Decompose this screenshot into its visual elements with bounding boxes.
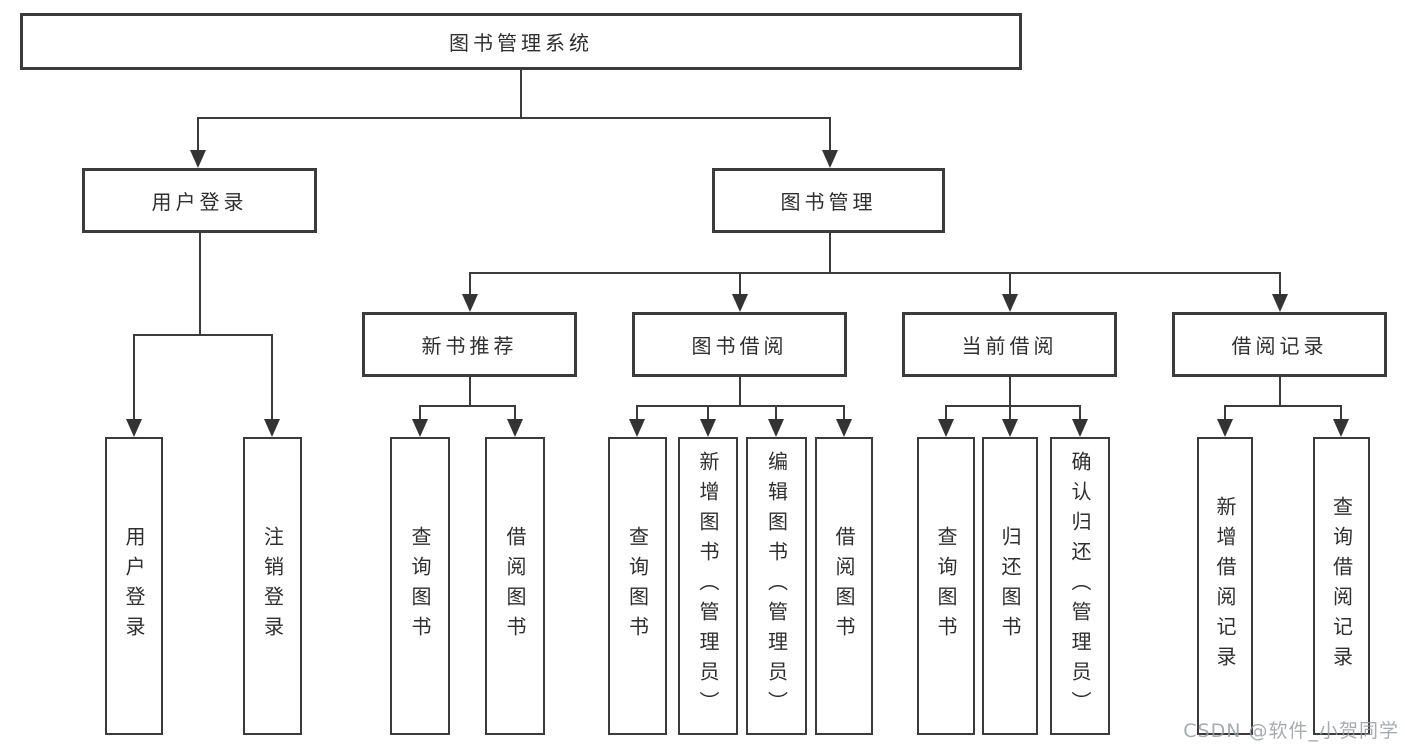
leaf-recommend-borrow-books: 借阅图书 — [485, 437, 545, 735]
leaf-current-query-books-label: 查询图书 — [934, 526, 958, 646]
node-new-book-recommend-label: 新书推荐 — [421, 334, 518, 358]
connector-current-borrow-to-leaves — [938, 377, 1088, 437]
node-root: 图书管理系统 — [20, 13, 1022, 70]
leaf-recommend-query-books-label: 查询图书 — [408, 526, 432, 646]
node-borrow-records: 借阅记录 — [1172, 312, 1387, 377]
leaf-edit-books-admin: 编辑图书（管理员） — [746, 437, 807, 735]
leaf-logout: 注销登录 — [243, 437, 302, 735]
leaf-return-books-label: 归还图书 — [998, 526, 1022, 646]
leaf-user-login: 用户登录 — [105, 437, 163, 735]
node-current-borrow-label: 当前借阅 — [961, 334, 1058, 358]
node-book-management-label: 图书管理 — [780, 190, 877, 214]
leaf-query-borrow-record-label: 查询借阅记录 — [1329, 496, 1354, 676]
watermark: CSDN @软件_小贺同学 — [1183, 720, 1399, 742]
leaf-borrow-query-books: 查询图书 — [608, 437, 667, 735]
leaf-query-borrow-record: 查询借阅记录 — [1313, 437, 1370, 735]
leaf-recommend-borrow-books-label: 借阅图书 — [503, 526, 527, 646]
node-book-borrow-label: 图书借阅 — [691, 334, 788, 358]
leaf-edit-books-admin-label: 编辑图书（管理员） — [764, 451, 789, 721]
leaf-recommend-query-books: 查询图书 — [390, 437, 450, 735]
leaf-add-books-admin: 新增图书（管理员） — [678, 437, 738, 735]
leaf-user-login-label: 用户登录 — [122, 526, 146, 646]
node-new-book-recommend: 新书推荐 — [362, 312, 577, 377]
connector-borrow-records-to-leaves — [1217, 377, 1349, 437]
leaf-add-books-admin-label: 新增图书（管理员） — [696, 451, 720, 721]
leaf-borrow-books-label: 借阅图书 — [832, 526, 856, 646]
node-book-borrow: 图书借阅 — [632, 312, 847, 377]
node-user-login: 用户登录 — [82, 168, 317, 233]
leaf-borrow-books: 借阅图书 — [815, 437, 873, 735]
leaf-current-query-books: 查询图书 — [917, 437, 975, 735]
leaf-logout-label: 注销登录 — [260, 526, 285, 646]
connector-book-management-to-level3 — [462, 233, 1288, 312]
leaf-borrow-query-books-label: 查询图书 — [625, 526, 650, 646]
node-current-borrow: 当前借阅 — [902, 312, 1117, 377]
leaf-add-borrow-record: 新增借阅记录 — [1197, 437, 1253, 735]
leaf-confirm-return-admin-label: 确认归还（管理员） — [1068, 451, 1092, 721]
leaf-add-borrow-record-label: 新增借阅记录 — [1213, 496, 1237, 676]
connector-new-book-recommend-to-leaves — [412, 377, 523, 437]
connector-user-login-to-leaves — [126, 233, 280, 437]
leaf-confirm-return-admin: 确认归还（管理员） — [1050, 437, 1110, 735]
connector-root-to-level2 — [190, 70, 838, 168]
leaf-return-books: 归还图书 — [982, 437, 1038, 735]
node-book-management: 图书管理 — [712, 168, 945, 233]
connector-book-borrow-to-leaves — [629, 377, 852, 437]
node-user-login-label: 用户登录 — [151, 190, 248, 214]
node-borrow-records-label: 借阅记录 — [1231, 334, 1328, 358]
node-root-label: 图书管理系统 — [449, 31, 593, 55]
